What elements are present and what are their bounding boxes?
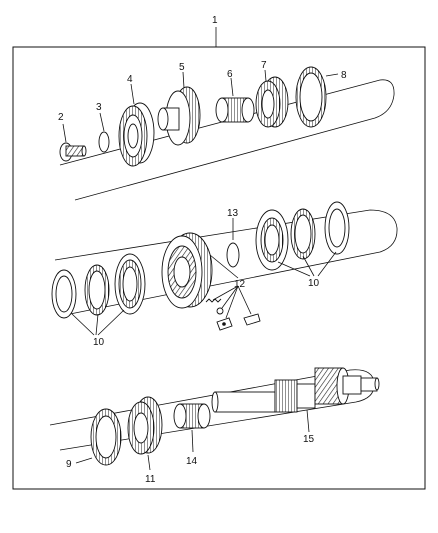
- diagram-frame: [12, 46, 426, 490]
- sync-ring-right-1: [255, 209, 289, 271]
- label-6: 6: [227, 69, 233, 80]
- ring-part-13: [226, 242, 240, 268]
- sync-ring-left-3: [114, 253, 146, 315]
- label-10-left: 10: [93, 337, 105, 348]
- label-1: 1: [212, 15, 218, 26]
- label-8: 8: [341, 70, 347, 81]
- ball-part-12: [216, 307, 224, 315]
- label-5: 5: [179, 62, 185, 73]
- bearing-part-14: [173, 403, 211, 429]
- ring-part-8: [295, 66, 327, 128]
- key-part-12b: [243, 313, 261, 326]
- sync-ring-left-1: [51, 269, 77, 319]
- synchronizer-assembly: [161, 232, 213, 309]
- sync-ring-left-2: [84, 264, 110, 316]
- label-9: 9: [66, 459, 72, 470]
- spring-part-12: [205, 298, 222, 303]
- label-12: 12: [234, 279, 246, 290]
- key-part-12a: [216, 317, 233, 331]
- sync-ring-right-2: [290, 208, 316, 260]
- gear-part-4: [118, 102, 155, 167]
- gear-part-7: [255, 76, 289, 128]
- shaft-outline-upper: [59, 79, 395, 201]
- ring-part-9: [90, 408, 122, 466]
- label-10-right: 10: [308, 278, 320, 289]
- shaft-outline-middle: [54, 209, 398, 316]
- label-2: 2: [58, 112, 64, 123]
- bearing-part-6: [215, 97, 255, 123]
- label-7: 7: [261, 60, 267, 71]
- label-15: 15: [303, 434, 315, 445]
- bolt-part-2: [59, 142, 87, 162]
- label-4: 4: [127, 74, 133, 85]
- sync-ring-right-3: [324, 201, 350, 255]
- gear-part-5: [157, 86, 201, 146]
- gear-part-11: [127, 396, 163, 455]
- label-11: 11: [145, 474, 156, 485]
- mainshaft-part-15: [211, 367, 380, 413]
- label-13: 13: [227, 208, 239, 219]
- snap-ring-part-3: [98, 131, 110, 153]
- label-14: 14: [186, 456, 198, 467]
- label-3: 3: [96, 102, 102, 113]
